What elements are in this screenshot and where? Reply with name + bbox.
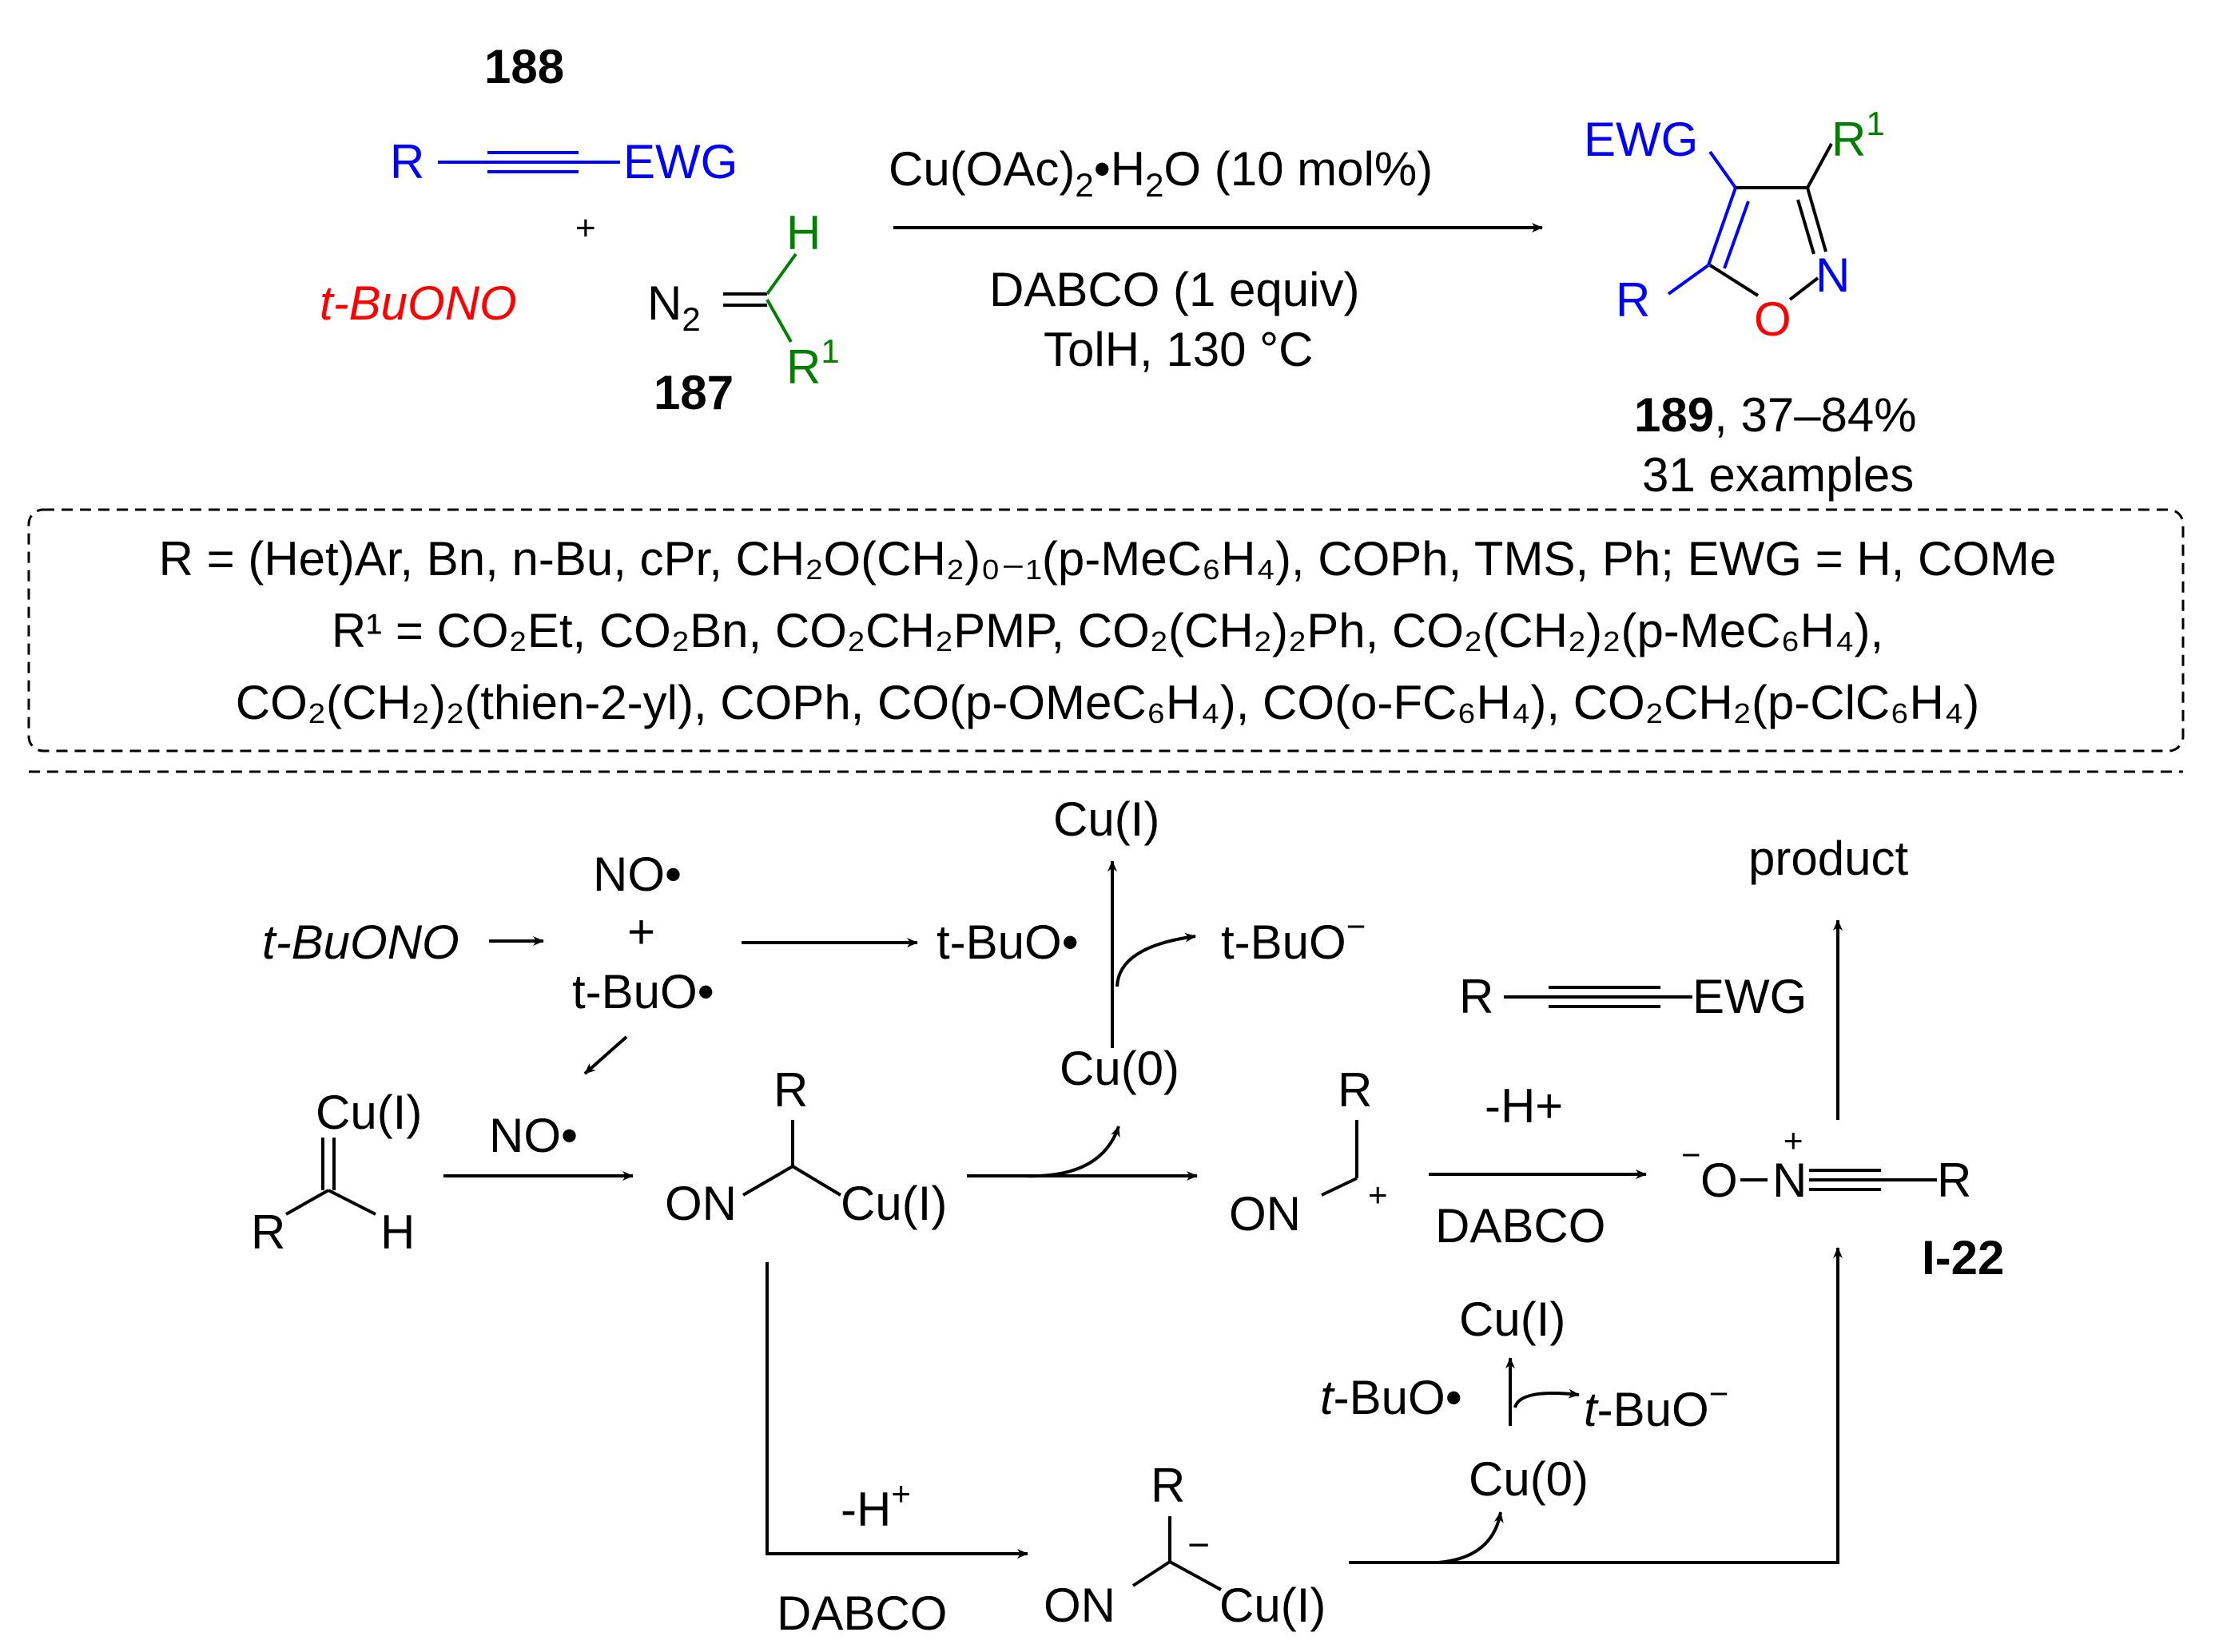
- mech-cu1-top: Cu(I): [1053, 792, 1159, 846]
- mech-cu1-bottom: Cu(I): [1459, 1293, 1565, 1346]
- scope-box: [27, 508, 2185, 753]
- mech-carbanion: R − ON Cu(I): [1044, 1459, 1326, 1632]
- product-n-label: N: [1815, 248, 1850, 302]
- mech-anion-on: ON: [1044, 1579, 1115, 1632]
- mech-alkyne-ewg: EWG: [1692, 970, 1807, 1023]
- compound-label-188: 188: [484, 40, 564, 93]
- mech-nitrile-oxide: − O + N R: [1681, 1122, 1971, 1207]
- mech-copper-carbene: Cu(I) R H: [251, 1086, 422, 1259]
- mech-anion-cu: Cu(I): [1219, 1579, 1326, 1632]
- mech-dabco-1: DABCO: [1435, 1199, 1605, 1253]
- mech-carbene-cu: Cu(I): [316, 1086, 422, 1139]
- mech-tbuo-anion-top: t-BuO−: [1221, 907, 1366, 969]
- mech-int1-r: R: [773, 1063, 808, 1117]
- condition-base: DABCO (1 equiv): [989, 263, 1359, 316]
- product-ewg-label: EWG: [1584, 113, 1698, 166]
- mech-tbuo-radical: t-BuO•: [572, 965, 714, 1019]
- mech-intermediate-1: R ON Cu(I): [665, 1063, 947, 1230]
- mech-alkyne-r: R: [1459, 970, 1493, 1023]
- mech-anion-minus: −: [1187, 1524, 1210, 1567]
- mech-cation-on: ON: [1229, 1187, 1301, 1241]
- product-yield: 189, 37–84%: [1634, 388, 1917, 442]
- scope-line-2: R¹ = CO₂Et, CO₂Bn, CO₂CH₂PMP, CO₂(CH₂)₂P…: [332, 604, 1883, 657]
- diazo-187: N2 H R1: [647, 206, 840, 394]
- alkyne-ewg-label: EWG: [623, 135, 738, 189]
- mech-carbene-h: H: [380, 1205, 415, 1259]
- mech-product: product: [1748, 832, 1908, 885]
- mech-no-radical: NO•: [593, 848, 682, 901]
- diazo-h-label: H: [786, 206, 821, 260]
- product-examples: 31 examples: [1642, 448, 1914, 502]
- mech-tbuo-anion-bottom: t-BuO−: [1584, 1375, 1728, 1436]
- mech-carbene-r: R: [251, 1205, 285, 1259]
- condition-catalyst: Cu(OAc)2•H2O (10 mol%): [889, 142, 1433, 204]
- mech-minus-h: -H+: [1485, 1079, 1563, 1133]
- product-r-label: R: [1616, 273, 1650, 327]
- diazo-r1-label: R1: [786, 332, 840, 394]
- compound-label-187: 187: [654, 366, 734, 419]
- mech-nitrile-r: R: [1937, 1154, 1971, 1207]
- mech-cation-r: R: [1338, 1063, 1372, 1117]
- condition-solvent-temp: TolH, 130 °C: [1044, 323, 1313, 376]
- alkyne-188: R EWG: [390, 135, 738, 189]
- tert-butyl-nitrite: t-BuONO: [320, 276, 517, 330]
- mech-cation: R ON +: [1229, 1063, 1388, 1241]
- mech-anion-r: R: [1151, 1459, 1185, 1512]
- mech-nitrile-o-charge: −: [1681, 1136, 1701, 1173]
- mech-tbuono: t-BuONO: [262, 915, 459, 969]
- isoxazole-189: EWG R1 R N O: [1584, 105, 1885, 346]
- mech-cation-plus: +: [1368, 1176, 1388, 1213]
- mech-tbuo-radical-top: t-BuO•: [937, 915, 1079, 969]
- mech-tbuo-radical-bottom: t-BuO•: [1320, 1371, 1462, 1424]
- mech-alkyne: R EWG: [1459, 970, 1807, 1023]
- mech-cu0-top: Cu(0): [1060, 1042, 1179, 1095]
- plus-sign: +: [575, 208, 596, 248]
- mech-label-i22: I-22: [1922, 1231, 2004, 1285]
- mech-plus: +: [627, 905, 655, 959]
- mech-nitrile-o: O: [1700, 1154, 1738, 1207]
- mech-no-radical-2: NO•: [489, 1109, 578, 1162]
- product-r1-label: R1: [1831, 105, 1885, 166]
- product-o-label: O: [1754, 292, 1791, 346]
- mech-minus-h-2: -H+: [841, 1475, 911, 1536]
- mech-dabco-2: DABCO: [777, 1586, 947, 1640]
- scope-line-1: R = (Het)Ar, Bn, n-Bu, cPr, CH₂O(CH₂)₀₋₁…: [159, 532, 2057, 586]
- scope-line-3: CO₂(CH₂)₂(thien-2-yl), COPh, CO(p-OMeC₆H…: [236, 676, 1980, 729]
- diazo-n2-label: N2: [647, 276, 701, 338]
- mech-int1-cu: Cu(I): [841, 1177, 947, 1230]
- alkyne-r-label: R: [390, 135, 424, 189]
- mech-cu0-bottom: Cu(0): [1469, 1452, 1589, 1506]
- mech-nitrile-n-charge: +: [1784, 1122, 1803, 1159]
- mech-int1-on: ON: [665, 1177, 737, 1230]
- mech-nitrile-n: N: [1772, 1154, 1807, 1207]
